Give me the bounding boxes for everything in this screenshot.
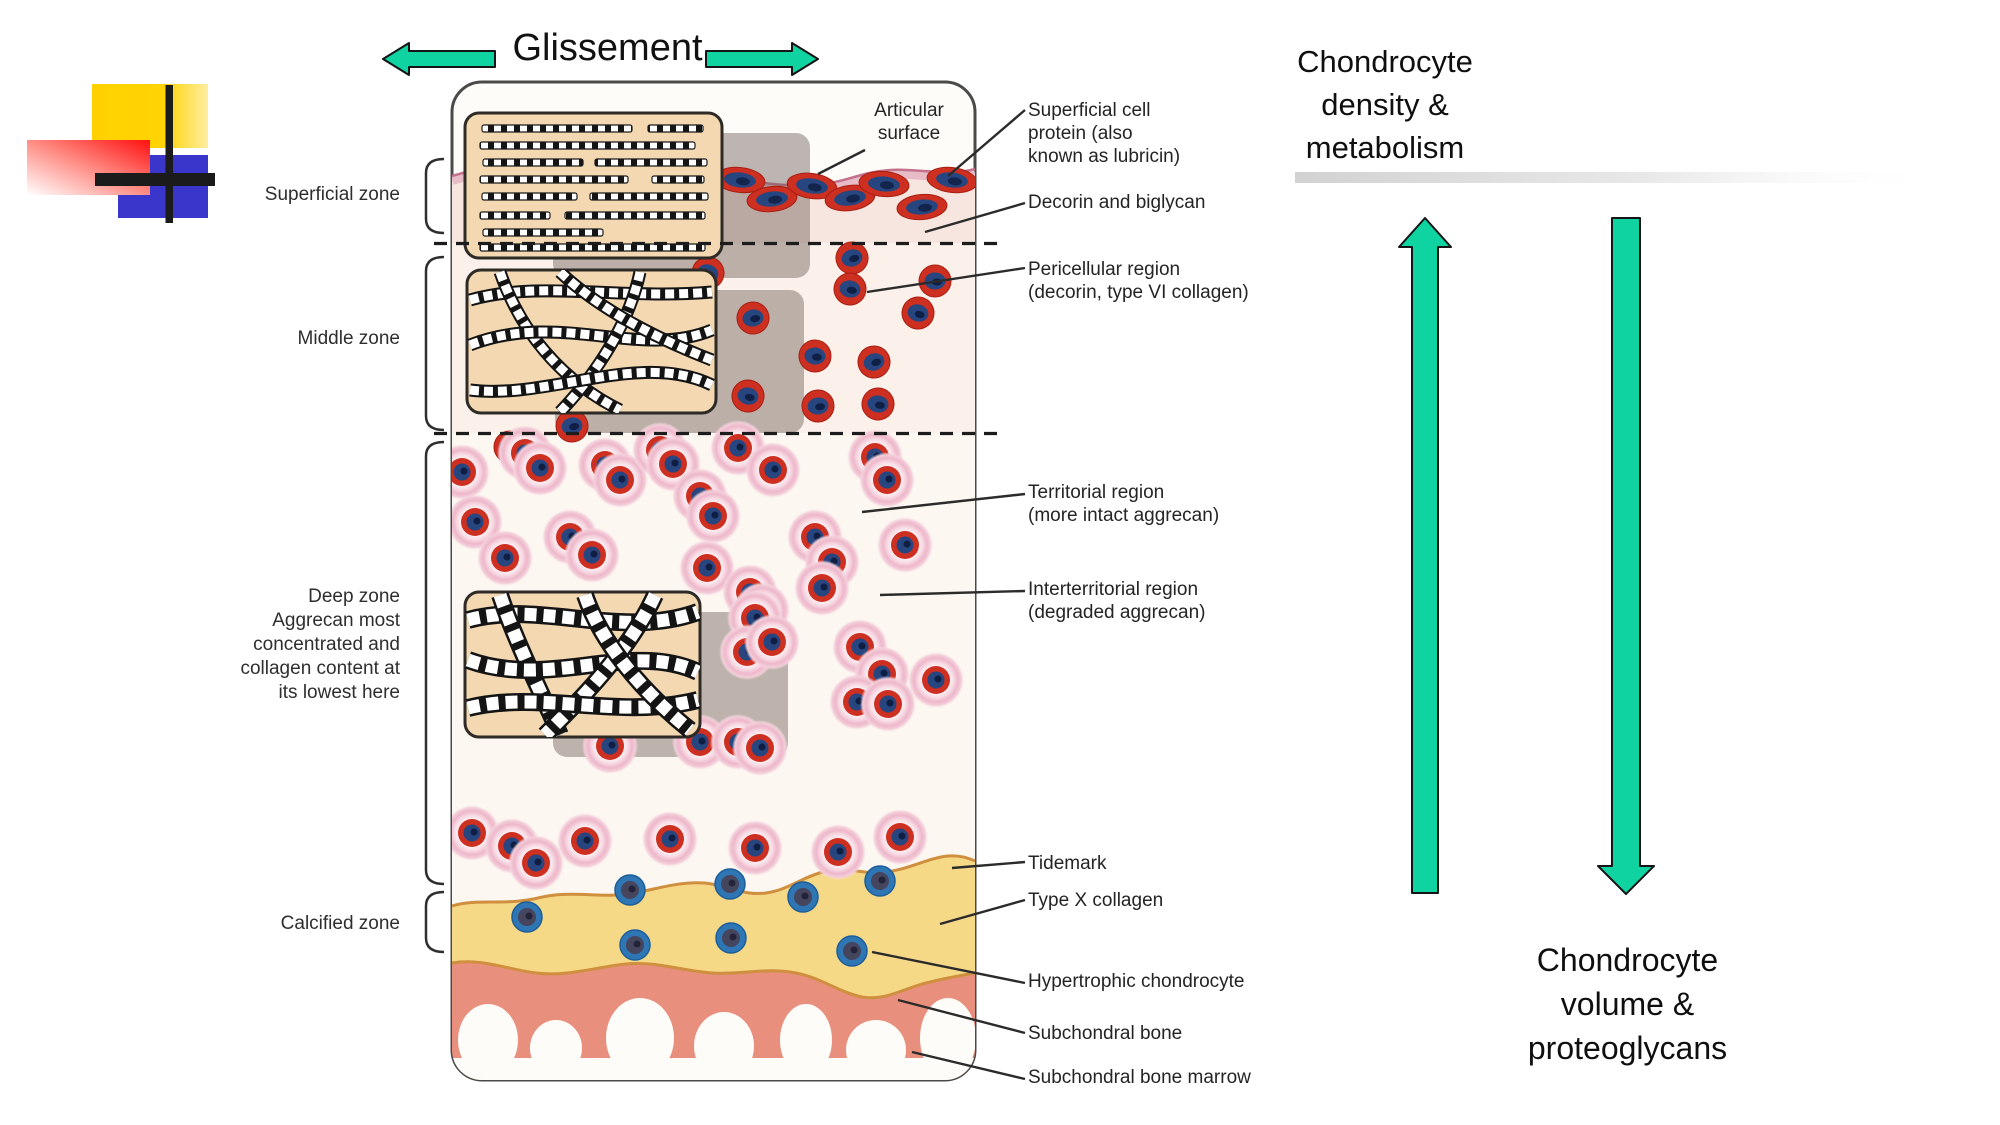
chondrocyte-density-heading: Chondrocyte density & metabolism — [1297, 44, 1473, 165]
inset-middle-fibers — [465, 268, 718, 415]
interterritorial-region-label: Interterritorial region (degraded aggrec… — [1028, 579, 1206, 623]
subchondral-bone-label: Subchondral bone — [1028, 1023, 1183, 1044]
heading-underline — [1295, 172, 1945, 183]
deep-zone-label: Deep zone Aggrecan most concentrated and… — [240, 586, 400, 703]
logo-horizontal-bar — [95, 173, 215, 186]
zone-separator-dashed-lines — [434, 241, 1006, 436]
glissement-title: Glissement — [512, 27, 703, 69]
subchondral-marrow-spaces — [452, 998, 975, 1080]
calcified-zone-label: Calcified zone — [280, 913, 400, 934]
density-up-arrow-icon — [1398, 217, 1452, 894]
glissement-left-arrow-icon — [382, 42, 496, 76]
middle-zone-label: Middle zone — [297, 328, 400, 349]
subchondral-bone-marrow-label: Subchondral bone marrow — [1028, 1067, 1251, 1088]
cartilage-diagram — [424, 80, 1026, 1082]
logo — [27, 84, 215, 223]
tidemark-label: Tidemark — [1028, 853, 1107, 874]
superficial-zone-bracket — [424, 157, 445, 235]
type-x-collagen-label: Type X collagen — [1028, 890, 1164, 911]
zone-brackets — [424, 157, 445, 954]
territorial-region-label: Territorial region (more intact aggrecan… — [1028, 482, 1220, 526]
pericellular-region-label: Pericellular region (decorin, type VI co… — [1028, 259, 1249, 303]
articular-surface-label: Articular surface — [874, 100, 944, 144]
chondrocyte-volume-heading: Chondrocyte volume & proteoglycans — [1527, 942, 1728, 1066]
logo-yellow-block — [92, 84, 208, 148]
osteochondral-junction-line — [452, 960, 975, 1000]
middle-zone-bracket — [424, 255, 445, 432]
decorin-biglycan-label: Decorin and biglycan — [1028, 192, 1206, 213]
superficial-zone-label: Superficial zone — [264, 184, 400, 205]
deep-zone-bracket — [424, 440, 445, 886]
logo-vertical-bar — [165, 85, 173, 223]
inset-superficial-fibers — [463, 111, 724, 260]
calcified-zone-bracket — [424, 890, 445, 954]
leader-lines — [817, 109, 1026, 1081]
superficial-cell-protein-label: Superficial cell protein (also known as … — [1028, 100, 1181, 167]
inset-deep-fibers — [463, 590, 702, 739]
logo-red-block — [27, 140, 150, 195]
tidemark-line — [452, 854, 975, 908]
glissement-right-arrow-icon — [705, 42, 819, 76]
volume-down-arrow-icon — [1597, 217, 1655, 895]
hypertrophic-chondrocyte-label: Hypertrophic chondrocyte — [1028, 971, 1245, 992]
